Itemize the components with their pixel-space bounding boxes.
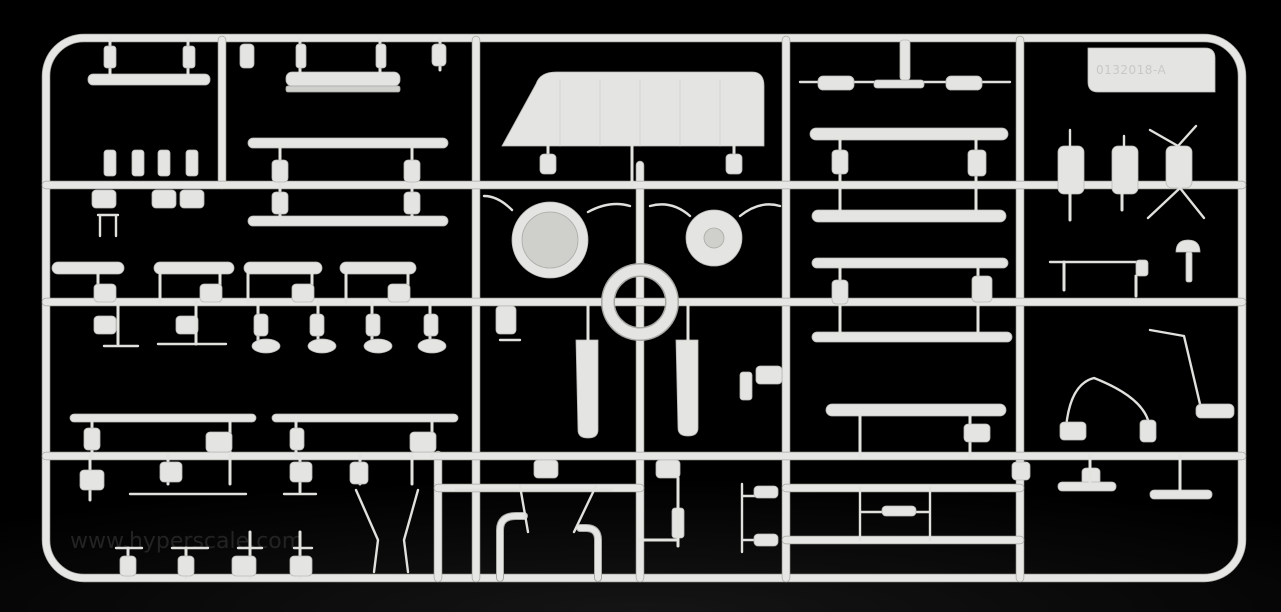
parts-top-center xyxy=(482,71,783,439)
parts-top-left xyxy=(87,38,449,238)
sprue-tag-label: 0132018-A xyxy=(1096,63,1167,77)
horizontal-runners xyxy=(41,180,1247,545)
parts-bottom-center xyxy=(454,459,1031,582)
parts-middle-right xyxy=(798,39,1013,458)
parts-bottom-left xyxy=(69,413,459,580)
sprue-tag: 0132018-A xyxy=(1087,47,1216,93)
parts-far-right xyxy=(1048,124,1235,500)
vertical-runners xyxy=(217,35,1025,583)
parts-middle-left xyxy=(51,261,522,354)
sprue-frame xyxy=(41,33,1247,583)
